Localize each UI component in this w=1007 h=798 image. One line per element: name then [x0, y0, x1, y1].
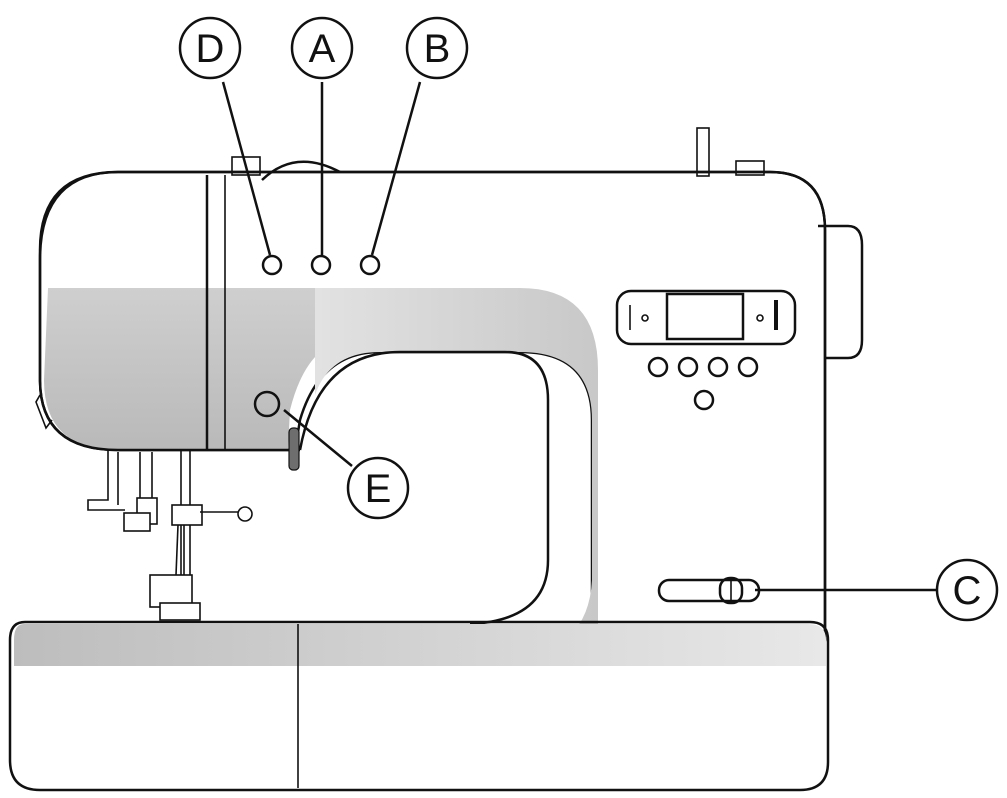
head-front-panel: [44, 288, 320, 450]
arm-shade: [315, 288, 598, 640]
needle-assembly: [87, 450, 253, 621]
callout-a-label: A: [309, 27, 336, 71]
thread-guides: [253, 254, 381, 418]
callout-d: D: [178, 16, 242, 80]
top-cover-bump: [261, 160, 341, 181]
base-top-plate: [14, 624, 826, 666]
control-panel: [615, 289, 797, 346]
hand-wheel: [818, 224, 864, 360]
machine-base: [8, 620, 830, 792]
callout-c-label: C: [953, 569, 982, 613]
panel-buttons: [647, 356, 759, 411]
spool-pins: [231, 127, 765, 177]
speed-slider: [657, 576, 761, 605]
callout-c: C: [935, 558, 999, 622]
callout-d-label: D: [196, 27, 225, 71]
arm-opening: [298, 350, 550, 626]
callout-a: A: [290, 16, 354, 80]
side-lever: [35, 394, 53, 430]
leader-lines: [221, 81, 937, 592]
callout-e: E: [346, 456, 410, 520]
callout-b: B: [405, 16, 469, 80]
callout-e-label: E: [365, 467, 392, 511]
thread-cutter: [288, 427, 300, 471]
callout-b-label: B: [424, 27, 451, 71]
